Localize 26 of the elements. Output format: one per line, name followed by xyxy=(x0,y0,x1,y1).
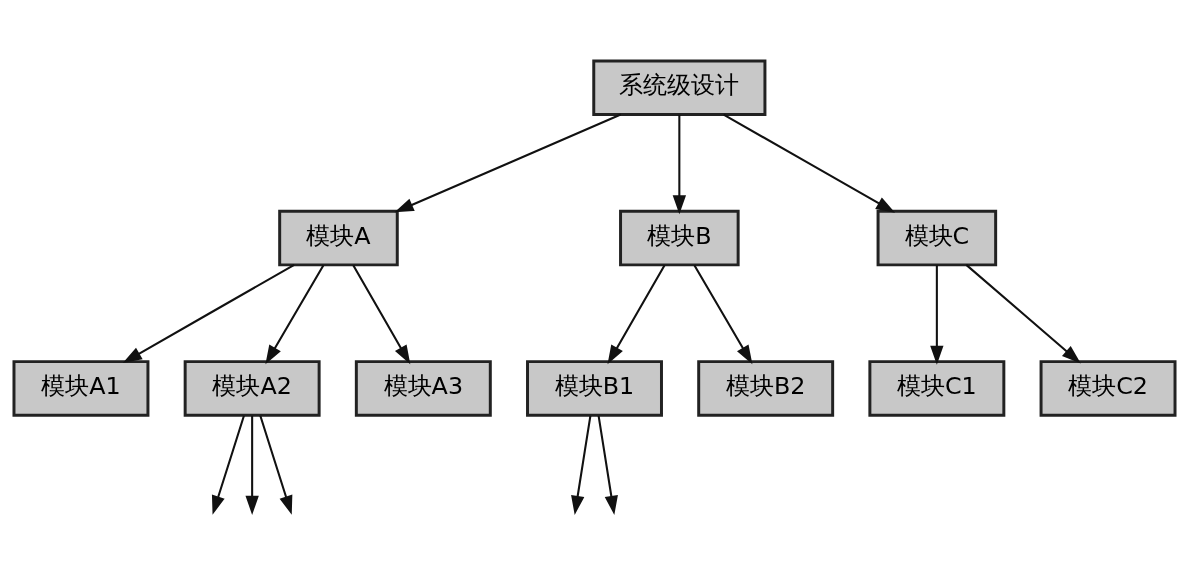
node-box: 模块B xyxy=(619,209,740,267)
node-box: 模块C2 xyxy=(1039,360,1177,417)
arrow xyxy=(930,265,944,365)
arrow xyxy=(265,264,325,365)
node-box: 模块B1 xyxy=(526,360,663,417)
arrow xyxy=(693,264,753,365)
node-box: 模块C xyxy=(876,209,998,267)
arrow xyxy=(672,114,687,215)
arrow xyxy=(122,264,295,363)
arrow xyxy=(394,113,622,213)
node-box: 系统级设计 xyxy=(592,59,767,117)
arrow xyxy=(965,264,1081,364)
node-box: 模块A3 xyxy=(354,360,492,417)
arrow xyxy=(571,415,592,515)
arrow xyxy=(211,415,245,515)
arrow xyxy=(245,415,259,515)
arrow xyxy=(259,415,293,515)
arrow xyxy=(597,415,618,515)
arrow xyxy=(607,264,666,365)
node-box: 模块A xyxy=(278,209,399,267)
node-box: 模块A1 xyxy=(12,360,150,417)
node-box: 模块A2 xyxy=(183,360,321,417)
node-box: 模块C1 xyxy=(868,360,1006,417)
arrow xyxy=(723,113,896,213)
node-box: 模块B2 xyxy=(697,360,835,417)
arrow xyxy=(352,264,411,365)
